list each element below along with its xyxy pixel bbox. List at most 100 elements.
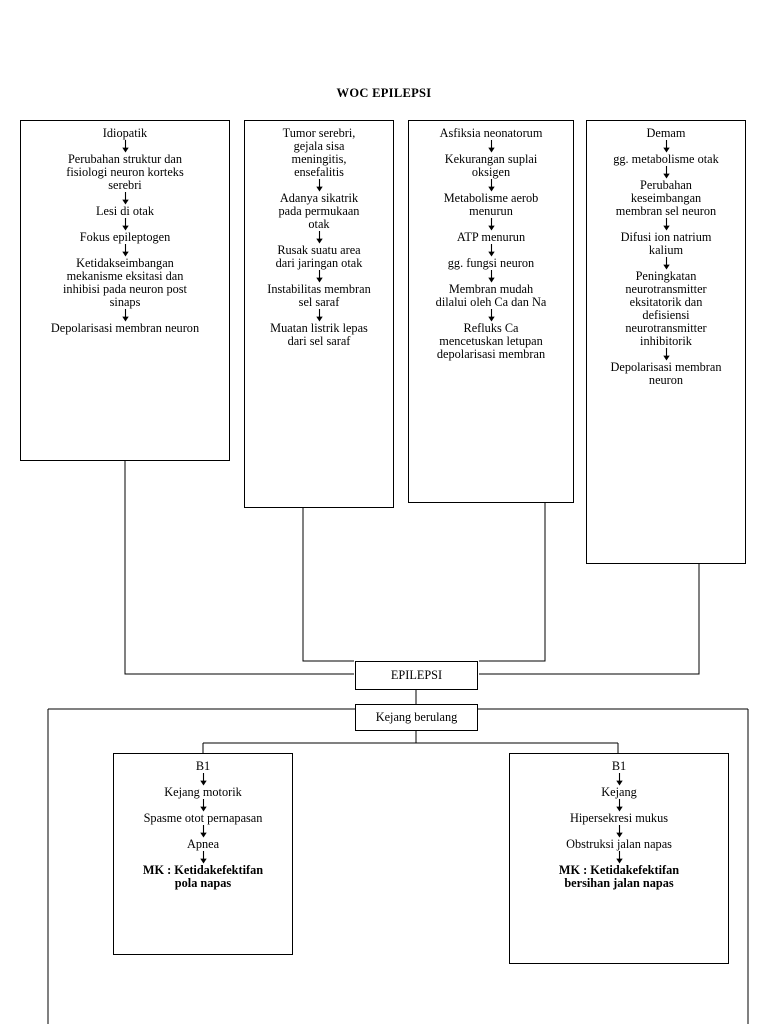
arrow-down-icon — [487, 140, 496, 153]
text-line: dari sel saraf — [287, 334, 351, 348]
arrow-down-icon — [662, 348, 671, 361]
text-line: B1 — [611, 759, 627, 773]
arrow-down-icon — [199, 851, 208, 864]
text-line: MK : Ketidakefektifan — [558, 863, 680, 877]
text-line: Fokus epileptogen — [79, 230, 171, 244]
text-line: Kekurangan suplai — [444, 152, 538, 166]
arrow-down-icon — [662, 218, 671, 231]
text-line: eksitatorik dan — [629, 295, 703, 309]
text-line: keseimbangan — [630, 191, 702, 205]
text-line: Lesi di otak — [95, 204, 155, 218]
text-line: pada permukaan — [278, 204, 360, 218]
text-line: serebri — [108, 178, 142, 192]
arrow-down-icon — [315, 231, 324, 244]
text-line: Metabolisme aerob — [443, 191, 539, 205]
text-line: Instabilitas membran — [267, 282, 371, 296]
text-line: Obstruksi jalan napas — [566, 837, 672, 851]
node-kejang-berulang-label: Kejang berulang — [375, 710, 458, 724]
arrow-down-icon — [199, 799, 208, 812]
text-line: sinaps — [109, 295, 141, 309]
text-line: gg. fungsi neuron — [447, 256, 535, 270]
text-line: Perubahan struktur dan — [67, 152, 183, 166]
text-line: Perubahan — [640, 178, 692, 192]
arrow-down-icon — [662, 166, 671, 179]
text-line: oksigen — [471, 165, 511, 179]
text-line: Adanya sikatrik — [279, 191, 359, 205]
text-line: Depolarisasi membran neuron — [50, 321, 200, 335]
arrow-down-icon — [121, 309, 130, 322]
text-line: neuron — [648, 373, 684, 387]
text-line: dari jaringan otak — [275, 256, 363, 270]
text-line: gejala sisa — [293, 139, 345, 153]
arrow-down-icon — [662, 257, 671, 270]
text-line: MK : Ketidakefektifan — [142, 863, 264, 877]
arrow-down-icon — [662, 140, 671, 153]
arrow-down-icon — [315, 309, 324, 322]
text-line: Asfiksia neonatorum — [439, 126, 543, 140]
text-line: kalium — [648, 243, 684, 257]
text-line: Peningkatan — [635, 269, 697, 283]
text-line: Apnea — [186, 837, 220, 851]
text-line: Difusi ion natrium — [620, 230, 712, 244]
text-line: defisiensi — [642, 308, 690, 322]
page-title: WOC EPILEPSI — [336, 86, 432, 100]
arrow-down-icon — [487, 244, 496, 257]
text-line: bersihan jalan napas — [564, 876, 674, 890]
text-line: inhibitorik — [640, 334, 692, 348]
arrow-down-icon — [315, 270, 324, 283]
text-line: Idiopatik — [102, 126, 148, 140]
text-line: dilalui oleh Ca dan Na — [435, 295, 547, 309]
text-line: mekanisme eksitasi dan — [66, 269, 184, 283]
text-line: Rusak suatu area — [277, 243, 361, 257]
text-line: Kejang motorik — [164, 785, 242, 799]
text-line: Tumor serebri, — [282, 126, 356, 140]
text-line: sel saraf — [298, 295, 340, 309]
text-line: inhibisi pada neuron post — [63, 282, 187, 296]
text-line: fisiologi neuron korteks — [66, 165, 184, 179]
arrow-down-icon — [121, 140, 130, 153]
arrow-down-icon — [487, 218, 496, 231]
arrow-down-icon — [615, 825, 624, 838]
arrow-down-icon — [487, 179, 496, 192]
text-line: mencetuskan letupan — [439, 334, 543, 348]
text-line: gg. metabolisme otak — [613, 152, 719, 166]
arrow-down-icon — [121, 244, 130, 257]
text-line: neurotransmitter — [625, 282, 707, 296]
node-epilepsi-label: EPILEPSI — [390, 668, 443, 682]
text-line: pola napas — [174, 876, 232, 890]
text-line: neurotransmitter — [625, 321, 707, 335]
text-line: ATP menurun — [456, 230, 526, 244]
arrow-down-icon — [121, 192, 130, 205]
text-line: ensefalitis — [294, 165, 344, 179]
text-line: Ketidakseimbangan — [76, 256, 174, 270]
text-line: Spasme otot pernapasan — [143, 811, 263, 825]
arrow-down-icon — [487, 270, 496, 283]
text-line: Membran mudah — [448, 282, 534, 296]
arrow-down-icon — [615, 851, 624, 864]
text-line: Hipersekresi mukus — [569, 811, 668, 825]
arrow-down-icon — [315, 179, 324, 192]
text-line: otak — [308, 217, 330, 231]
arrow-down-icon — [615, 773, 624, 786]
text-line: depolarisasi membran — [436, 347, 546, 361]
text-line: Kejang — [601, 785, 637, 799]
text-line: meningitis, — [291, 152, 347, 166]
text-line: menurun — [469, 204, 513, 218]
arrow-down-icon — [487, 309, 496, 322]
text-line: B1 — [195, 759, 211, 773]
text-line: Depolarisasi membran — [610, 360, 722, 374]
text-line: Demam — [646, 126, 686, 140]
arrow-down-icon — [199, 773, 208, 786]
text-line: Muatan listrik lepas — [270, 321, 368, 335]
arrow-down-icon — [121, 218, 130, 231]
text-line: Refluks Ca — [463, 321, 519, 335]
node-kejang-berulang: Kejang berulang — [355, 704, 478, 731]
node-epilepsi: EPILEPSI — [355, 661, 478, 690]
text-line: membran sel neuron — [615, 204, 717, 218]
